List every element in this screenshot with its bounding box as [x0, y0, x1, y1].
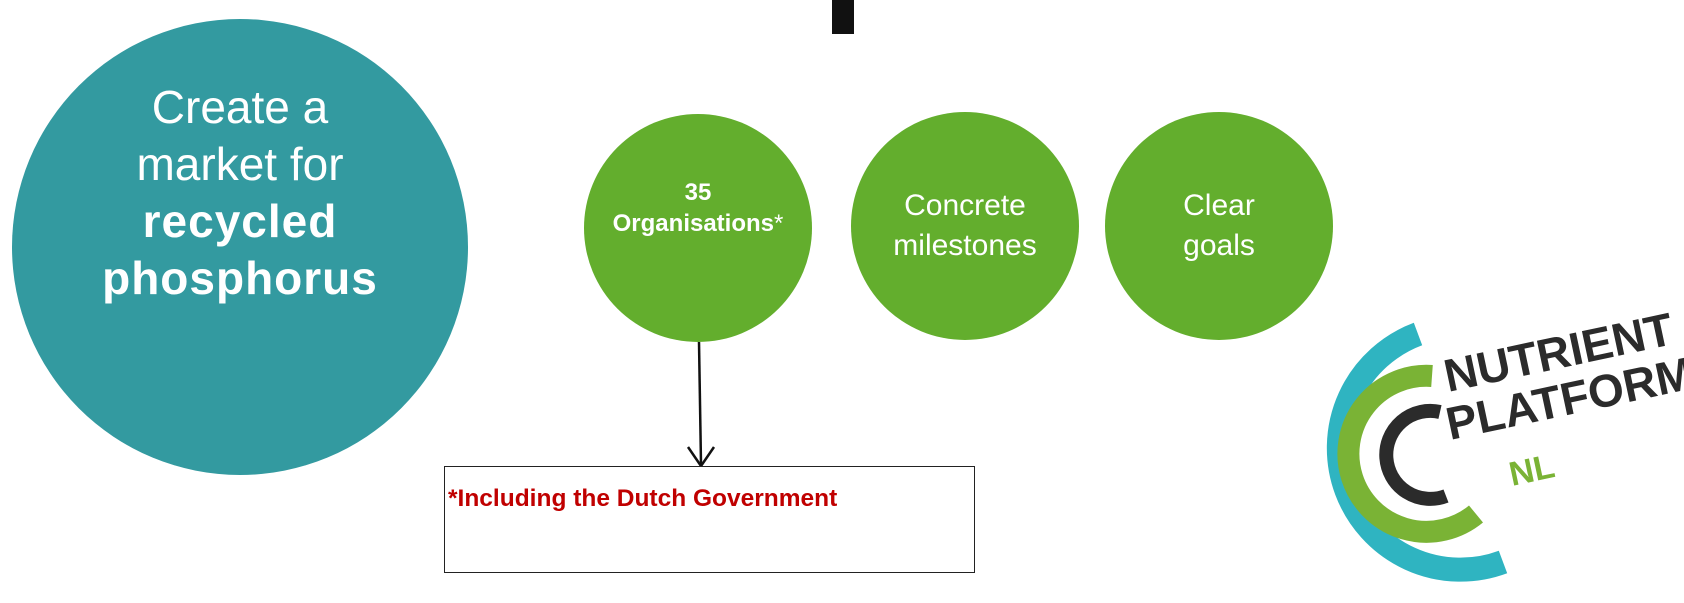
connector-line: [697, 341, 703, 465]
organisations-count: 35: [684, 179, 712, 206]
nutrient-platform-logo: NUTRIENT PLATFORM NL: [1326, 303, 1684, 582]
organisations-label: Organisations*: [613, 209, 784, 239]
title-fragment: [832, 0, 854, 34]
main-goal-line-2: market for: [136, 138, 344, 190]
logo-arc-icon: [1326, 322, 1508, 582]
milestones-line-2: milestones: [893, 229, 1037, 262]
milestones-line-1: Concrete: [904, 189, 1026, 222]
footnote-box: *Including the Dutch Government: [444, 466, 975, 573]
milestones-circle: Concrete milestones: [851, 112, 1079, 340]
main-goal-line-4: phosphorus: [102, 252, 378, 304]
footnote-text: *Including the Dutch Government: [448, 485, 838, 512]
goals-circle: Clear goals: [1105, 112, 1333, 340]
organisations-label-text: Organisations: [612, 210, 775, 237]
main-goal-line-1: Create a: [151, 81, 329, 133]
footnote-marker: *: [774, 210, 784, 237]
goals-line-2: goals: [1183, 229, 1255, 262]
main-goal-line-3: recycled: [142, 195, 338, 247]
goals-line-1: Clear: [1183, 189, 1255, 222]
main-goal-circle: Create a market for recycled phosphorus: [12, 19, 468, 475]
organisations-circle: 35 Organisations*: [584, 114, 812, 342]
logo-word-nl: NL: [1506, 447, 1558, 494]
